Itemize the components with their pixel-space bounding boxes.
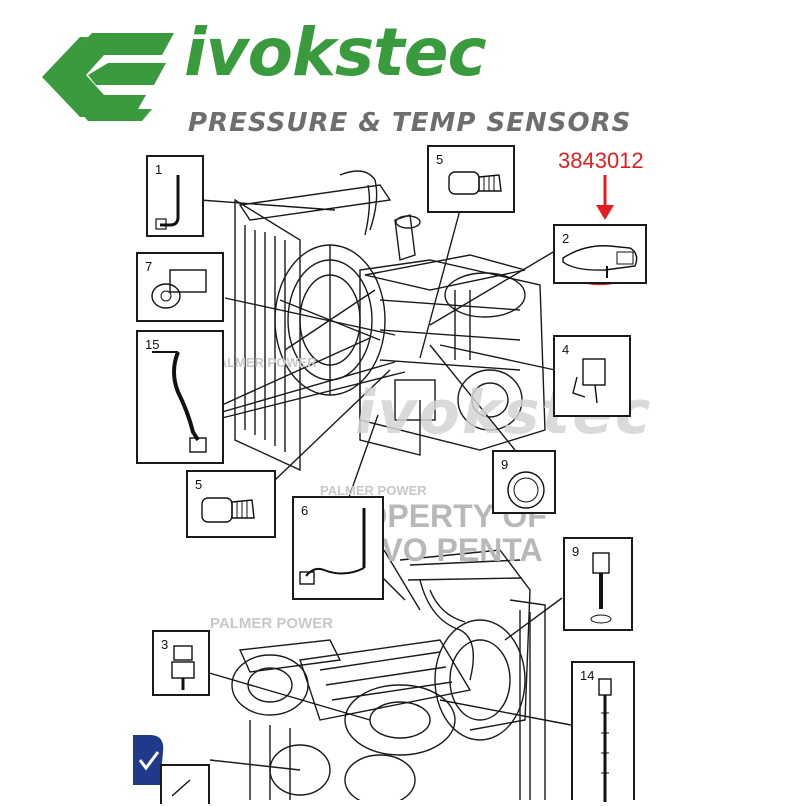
callout-box-5: 5	[186, 470, 276, 538]
pressure-sender-icon	[201, 497, 255, 523]
long-probe-sensor-icon	[598, 678, 612, 802]
watermark-palmer-power: PALMER POWER	[210, 615, 334, 632]
oil-pressure-sensor-icon	[171, 645, 195, 690]
callout-box-15: 15	[136, 330, 224, 464]
temperature-sender-icon	[151, 269, 207, 309]
logo-mark	[42, 33, 174, 121]
callout-number: 7	[145, 259, 153, 274]
level-sensor-icon	[299, 508, 366, 585]
callout-box-1: 1	[146, 155, 204, 237]
callout-number: 14	[580, 668, 595, 683]
speed-sensor-icon	[590, 552, 612, 624]
switch-sensor-icon	[572, 358, 606, 404]
callout-number: 4	[562, 342, 570, 357]
callout-number: 9	[501, 457, 509, 472]
wired-sensor-icon	[152, 351, 207, 453]
callout-number: 5	[436, 152, 444, 167]
pressure-sender-icon	[448, 171, 502, 195]
callout-box-3: 3	[152, 630, 210, 696]
callout-box-5: 5	[427, 145, 515, 213]
callout-box-9: 9 9	[563, 537, 633, 631]
callout-box-4: 4	[553, 335, 631, 417]
callout-box-14: 9	[492, 450, 556, 514]
highlighted-part-number: 3843012	[558, 148, 644, 173]
callout-box-partial	[160, 764, 210, 804]
round-sensor-icon	[507, 471, 545, 509]
watermark-palmer-power: PALMER POWER	[320, 483, 427, 498]
callout-box-2: 2	[553, 224, 647, 284]
callout-box-6: 6	[292, 496, 384, 600]
callout-number: 5	[195, 477, 203, 492]
callout-number: 2	[562, 231, 570, 246]
blue-badge-icon	[133, 735, 164, 785]
brand-name: ivokstec	[184, 14, 487, 91]
red-arrow-down-icon	[596, 175, 614, 220]
callout-number: 6	[301, 503, 309, 518]
map-sensor-icon	[562, 245, 638, 278]
callout-box-7: 7	[136, 252, 224, 322]
sensor-probe-icon	[155, 175, 180, 230]
sensor-fragment-icon	[171, 779, 191, 797]
callout-number: 1	[155, 162, 163, 177]
callout-number: 3	[161, 637, 169, 652]
callout-box-12: 14	[571, 661, 635, 802]
callout-number: 9	[572, 544, 580, 559]
callout-number: 15	[145, 337, 160, 352]
watermark-palmer-power: PALMER POWER	[210, 355, 317, 370]
brand-tagline: PRESSURE & TEMP SENSORS	[188, 108, 632, 138]
